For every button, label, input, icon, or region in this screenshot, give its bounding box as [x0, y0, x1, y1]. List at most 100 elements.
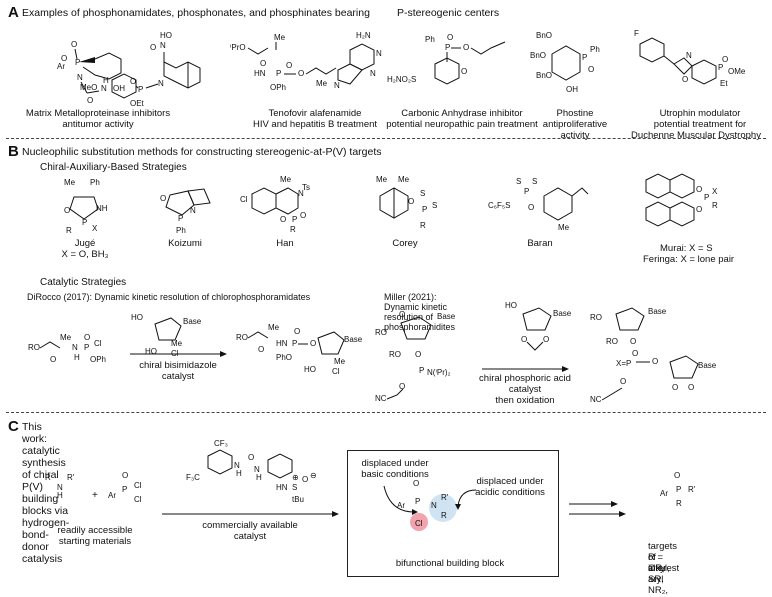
svg-text:R: R [441, 511, 447, 520]
svg-text:X: X [92, 224, 98, 233]
svg-text:O: O [543, 335, 549, 344]
svg-text:Base: Base [344, 335, 363, 344]
svg-text:N(ⁱPr)₂: N(ⁱPr)₂ [427, 368, 451, 377]
caption-tenofovir-2: HIV and hepatitis B treatment [252, 119, 378, 130]
dirocco-condition-1: chiral bisimidazole [139, 360, 217, 371]
svg-text:NC: NC [590, 395, 602, 404]
svg-text:O: O [696, 205, 702, 214]
aux-strategies-title: Chiral-Auxiliary-Based Strategies [40, 162, 187, 173]
structure-nucleoside-reagent-miller: HO Base O O [505, 301, 572, 351]
caption-utrophin-3: Duchenne Muscular Dystrophy [631, 130, 761, 141]
svg-text:O: O [87, 96, 93, 105]
svg-text:O: O [632, 349, 638, 358]
section-a-title-2: P-stereogenic centers [397, 7, 500, 19]
svg-text:Me: Me [334, 357, 346, 366]
svg-text:Me: Me [398, 175, 410, 184]
svg-text:Me: Me [64, 178, 76, 187]
n-highlight [429, 494, 457, 522]
svg-text:HO: HO [160, 31, 172, 40]
svg-text:O: O [260, 59, 266, 68]
svg-text:R: R [66, 226, 72, 235]
structure-isoquinoline-hydroxamate: HO N O N P O OEt MeO [80, 31, 201, 108]
svg-text:Cl: Cl [240, 195, 248, 204]
svg-text:RO: RO [236, 333, 248, 342]
building-block-box [347, 450, 559, 577]
svg-text:P: P [415, 497, 420, 506]
svg-text:P: P [75, 58, 80, 67]
svg-text:O: O [521, 335, 527, 344]
svg-text:Cl: Cl [94, 339, 102, 348]
svg-text:O: O [71, 40, 77, 49]
svg-text:RO: RO [590, 313, 602, 322]
svg-text:Me: Me [316, 79, 328, 88]
caption-utrophin-2: potential treatment for [653, 119, 747, 130]
svg-text:N: N [370, 69, 376, 78]
plus-sign: + [92, 490, 98, 501]
svg-text:Ar: Ar [57, 62, 65, 71]
acidic-caption-2: acidic conditions [475, 487, 545, 498]
svg-text:N: N [72, 343, 78, 352]
structure-carbonic-anhydrase-inhibitor: Ph O P O H₂NO₂S O [387, 33, 506, 85]
targets-caption-2: R = OR, SR, NR₂, [648, 552, 669, 596]
section-a-title: Examples of phosphonamidates, phosphonat… [22, 7, 370, 19]
svg-text:Me: Me [558, 223, 570, 232]
section-b-letter: B [8, 143, 19, 160]
svg-text:Base: Base [553, 309, 572, 318]
svg-text:P: P [524, 187, 529, 196]
svg-text:Me: Me [280, 175, 292, 184]
svg-text:CF₃: CF₃ [214, 439, 228, 448]
svg-text:Ts: Ts [302, 183, 310, 192]
svg-text:O: O [447, 33, 453, 42]
svg-text:OH: OH [566, 85, 578, 94]
svg-text:O: O [415, 350, 421, 359]
structure-utrophin-modulator: F N O P O OMe Et [634, 29, 746, 88]
svg-text:H: H [256, 473, 262, 482]
dirocco-title: DiRocco (2017): Dynamic kinetic resoluti… [27, 292, 311, 302]
svg-text:P: P [445, 43, 450, 52]
svg-text:O: O [461, 67, 467, 76]
svg-text:R: R [45, 473, 51, 482]
svg-text:O: O [84, 333, 90, 342]
svg-text:OEt: OEt [130, 99, 145, 108]
svg-text:P: P [178, 214, 183, 223]
svg-text:Base: Base [437, 312, 456, 321]
svg-text:S: S [432, 201, 437, 210]
divider-a-b [6, 138, 766, 139]
svg-text:BnO: BnO [530, 51, 546, 60]
miller-title: Miller (2021): Dynamic kinetic resolutio… [384, 292, 456, 332]
catalysis-arrow [162, 511, 339, 517]
section-c-letter: C [8, 418, 19, 435]
svg-text:BnO: BnO [536, 71, 552, 80]
svg-text:O: O [463, 43, 469, 52]
svg-text:P: P [292, 215, 297, 224]
svg-text:R': R' [688, 485, 696, 494]
acidic-caption-1: displaced under [476, 476, 544, 487]
svg-text:N: N [334, 81, 340, 90]
svg-text:O: O [688, 383, 694, 392]
svg-text:H: H [57, 491, 63, 500]
svg-text:HO: HO [505, 301, 517, 310]
catalyst-caption-1: commercially available [202, 520, 298, 531]
svg-text:N: N [686, 51, 692, 60]
svg-text:Cl: Cl [134, 481, 142, 490]
caption-utrophin-1: Utrophin modulator [659, 108, 741, 119]
svg-text:⊖: ⊖ [310, 471, 317, 480]
svg-text:N: N [160, 41, 166, 50]
svg-text:OH: OH [113, 84, 125, 93]
svg-text:O: O [588, 65, 594, 74]
svg-text:O: O [294, 327, 300, 336]
svg-text:P: P [676, 485, 681, 494]
svg-text:P: P [276, 69, 281, 78]
svg-text:N: N [77, 73, 83, 82]
svg-text:O: O [682, 75, 688, 84]
svg-text:Ph: Ph [590, 45, 600, 54]
svg-text:HN: HN [254, 69, 266, 78]
svg-text:N: N [298, 189, 304, 198]
aux-note-juge: X = O, BH₃ [61, 249, 109, 260]
svg-text:O: O [696, 185, 702, 194]
svg-text:N: N [101, 84, 107, 93]
svg-text:Cl: Cl [415, 519, 423, 528]
